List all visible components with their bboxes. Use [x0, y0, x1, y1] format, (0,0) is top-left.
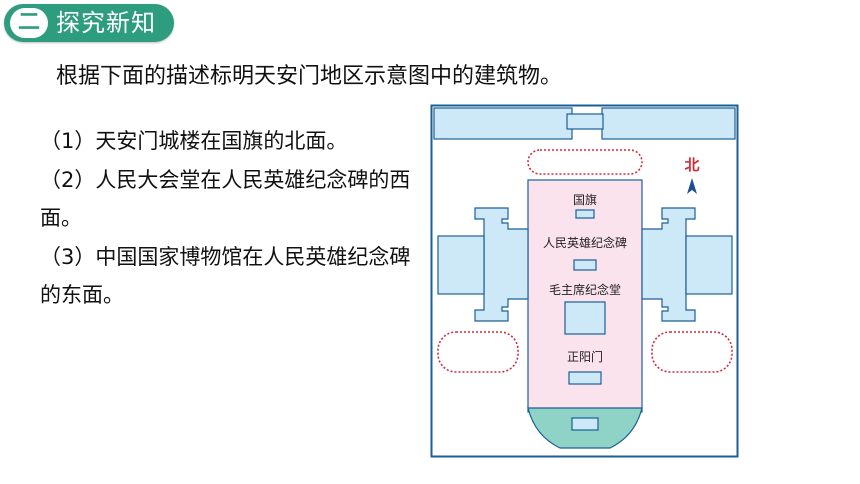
mausoleum-label: 毛主席纪念堂	[549, 282, 621, 297]
arrow-tower-blank[interactable]	[571, 417, 599, 431]
mausoleum-marker	[564, 301, 606, 335]
top-left-building	[433, 107, 573, 140]
flag-label: 国旗	[573, 192, 597, 207]
zhengyangmen-label: 正阳门	[567, 349, 603, 364]
section-title: 探究新知	[56, 9, 156, 37]
clue-item-1: （1）天安门城楼在国旗的北面。	[40, 129, 348, 153]
blank-label-west[interactable]	[437, 331, 519, 373]
clue-item-3: （3）中国国家博物馆在人民英雄纪念碑的东面。	[40, 244, 411, 308]
blank-label-east[interactable]	[651, 331, 733, 373]
section-number: 二	[10, 8, 48, 38]
tiananmen-gate-blank[interactable]	[566, 113, 604, 130]
top-right-building	[601, 107, 736, 140]
tiananmen-map: 国旗 人民英雄纪念碑 毛主席纪念堂 正阳门 北	[430, 104, 739, 458]
monument-label: 人民英雄纪念碑	[543, 235, 627, 250]
north-label: 北	[684, 156, 699, 174]
east-wing	[685, 235, 733, 295]
clue-list: （1）天安门城楼在国旗的北面。 （2）人民大会堂在人民英雄纪念碑的西面。 （3）…	[40, 122, 416, 315]
clue-item-2: （2）人民大会堂在人民英雄纪念碑的西面。	[40, 167, 411, 231]
great-hall-building	[474, 207, 529, 322]
flag-marker	[575, 209, 595, 219]
west-wing	[437, 235, 485, 295]
zhengyangmen-marker	[568, 371, 602, 385]
monument-marker	[573, 259, 597, 271]
instruction-text: 根据下面的描述标明天安门地区示意图中的建筑物。	[56, 64, 563, 89]
north-arrow-icon	[687, 178, 697, 194]
section-header: 二 探究新知	[4, 4, 174, 42]
blank-label-north[interactable]	[527, 149, 643, 175]
